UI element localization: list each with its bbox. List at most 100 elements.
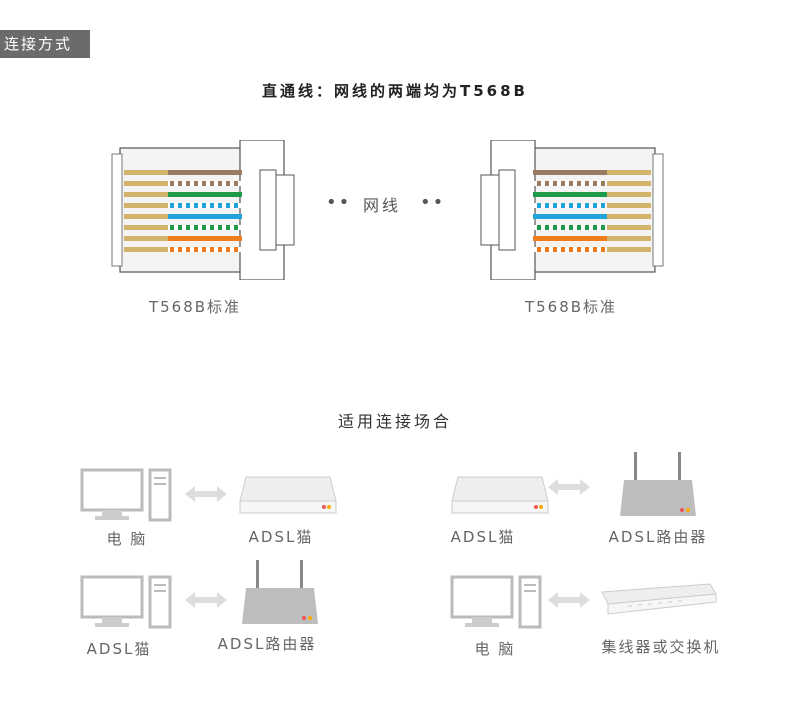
left-rj45-connector-icon <box>111 140 295 280</box>
double-arrow-icon <box>548 592 590 608</box>
wire-stripe <box>553 247 557 252</box>
wire-stripe <box>593 181 597 186</box>
contact-pin <box>124 247 168 252</box>
wire-stripe <box>537 247 541 252</box>
wire-stripe <box>226 225 230 230</box>
left-dots: •• <box>326 192 352 213</box>
contact-pin <box>124 181 168 186</box>
wire-stripe <box>178 247 182 252</box>
wire <box>533 192 607 197</box>
wire-stripe <box>202 225 206 230</box>
left-standard-label: T568B标准 <box>148 298 242 316</box>
wire-stripe <box>593 225 597 230</box>
wire-stripe <box>186 247 190 252</box>
wire-stripe <box>218 181 222 186</box>
wire-stripe <box>553 203 557 208</box>
wire-stripe <box>170 203 174 208</box>
wire-stripe <box>569 247 573 252</box>
wire-stripe <box>577 203 581 208</box>
wire-stripe <box>170 247 174 252</box>
wire-stripe <box>577 225 581 230</box>
scenario-3-left-label: ADSL猫 <box>86 640 152 658</box>
computer-icon <box>80 468 172 522</box>
wire-stripe <box>545 225 549 230</box>
double-arrow-icon <box>185 486 227 502</box>
wire <box>533 214 607 219</box>
contact-pin <box>124 170 168 175</box>
wire-stripe <box>226 203 230 208</box>
wire <box>533 236 607 241</box>
wire-stripe <box>601 181 605 186</box>
section-tab: 连接方式 <box>0 30 90 58</box>
scenario-4-right-label: 集线器或交换机 <box>601 638 721 656</box>
wire-stripe <box>601 247 605 252</box>
wire-stripe <box>593 247 597 252</box>
wire-stripe <box>202 203 206 208</box>
wire-stripe <box>186 225 190 230</box>
contact-pin <box>607 203 651 208</box>
contact-pin <box>607 236 651 241</box>
wire-stripe <box>601 203 605 208</box>
wire-stripe <box>234 203 238 208</box>
wire <box>168 192 242 197</box>
contact-pin <box>124 214 168 219</box>
wire <box>533 170 607 175</box>
wire-stripe <box>178 181 182 186</box>
contact-pin <box>124 225 168 230</box>
wire <box>168 170 242 175</box>
wire-stripe <box>561 181 565 186</box>
wire-stripe <box>545 181 549 186</box>
wire-stripe <box>210 247 214 252</box>
contact-pin <box>607 247 651 252</box>
contact-pin <box>607 181 651 186</box>
wire-stripe <box>218 225 222 230</box>
scenario-4-left-label: 电 脑 <box>474 640 516 658</box>
wire-stripe <box>186 181 190 186</box>
page-title: 直通线：网线的两端均为T568B <box>262 82 528 100</box>
contact-pin <box>607 192 651 197</box>
contact-pin <box>607 214 651 219</box>
wire-stripe <box>178 203 182 208</box>
router-icon <box>620 452 696 516</box>
wire-stripe <box>178 225 182 230</box>
wire-stripe <box>537 225 541 230</box>
wire-stripe <box>577 247 581 252</box>
adsl-modem-icon <box>239 476 337 514</box>
right-rj45-connector-icon <box>480 140 664 280</box>
wire-stripe <box>553 225 557 230</box>
wire-stripe <box>218 247 222 252</box>
wire-stripe <box>226 247 230 252</box>
wire-stripe <box>194 247 198 252</box>
contact-pin <box>124 192 168 197</box>
wire-stripe <box>537 181 541 186</box>
wire-stripe <box>601 225 605 230</box>
right-standard-label: T568B标准 <box>524 298 618 316</box>
wire <box>168 236 242 241</box>
wire-stripe <box>569 203 573 208</box>
scenario-1-left-label: 电 脑 <box>106 530 148 548</box>
wire-stripe <box>170 225 174 230</box>
scenario-3-right-label: ADSL路由器 <box>217 635 317 653</box>
computer-icon <box>80 575 172 629</box>
wire-stripe <box>234 181 238 186</box>
contact-pin <box>124 203 168 208</box>
wire-stripe <box>593 203 597 208</box>
wire-stripe <box>234 247 238 252</box>
scenario-2-right-label: ADSL路由器 <box>608 528 708 546</box>
wire-stripe <box>585 203 589 208</box>
wire-stripe <box>537 203 541 208</box>
wire-stripe <box>553 181 557 186</box>
wire-stripe <box>210 181 214 186</box>
wire-stripe <box>210 203 214 208</box>
wire-stripe <box>226 181 230 186</box>
adsl-modem-icon <box>451 476 549 514</box>
wire-stripe <box>561 203 565 208</box>
wire-stripe <box>585 225 589 230</box>
wire-stripe <box>194 225 198 230</box>
wire-stripe <box>202 247 206 252</box>
wire-stripe <box>234 225 238 230</box>
cable-label: 网线 <box>363 196 402 215</box>
computer-icon <box>450 575 542 629</box>
wire-stripe <box>218 203 222 208</box>
wire-stripe <box>210 225 214 230</box>
